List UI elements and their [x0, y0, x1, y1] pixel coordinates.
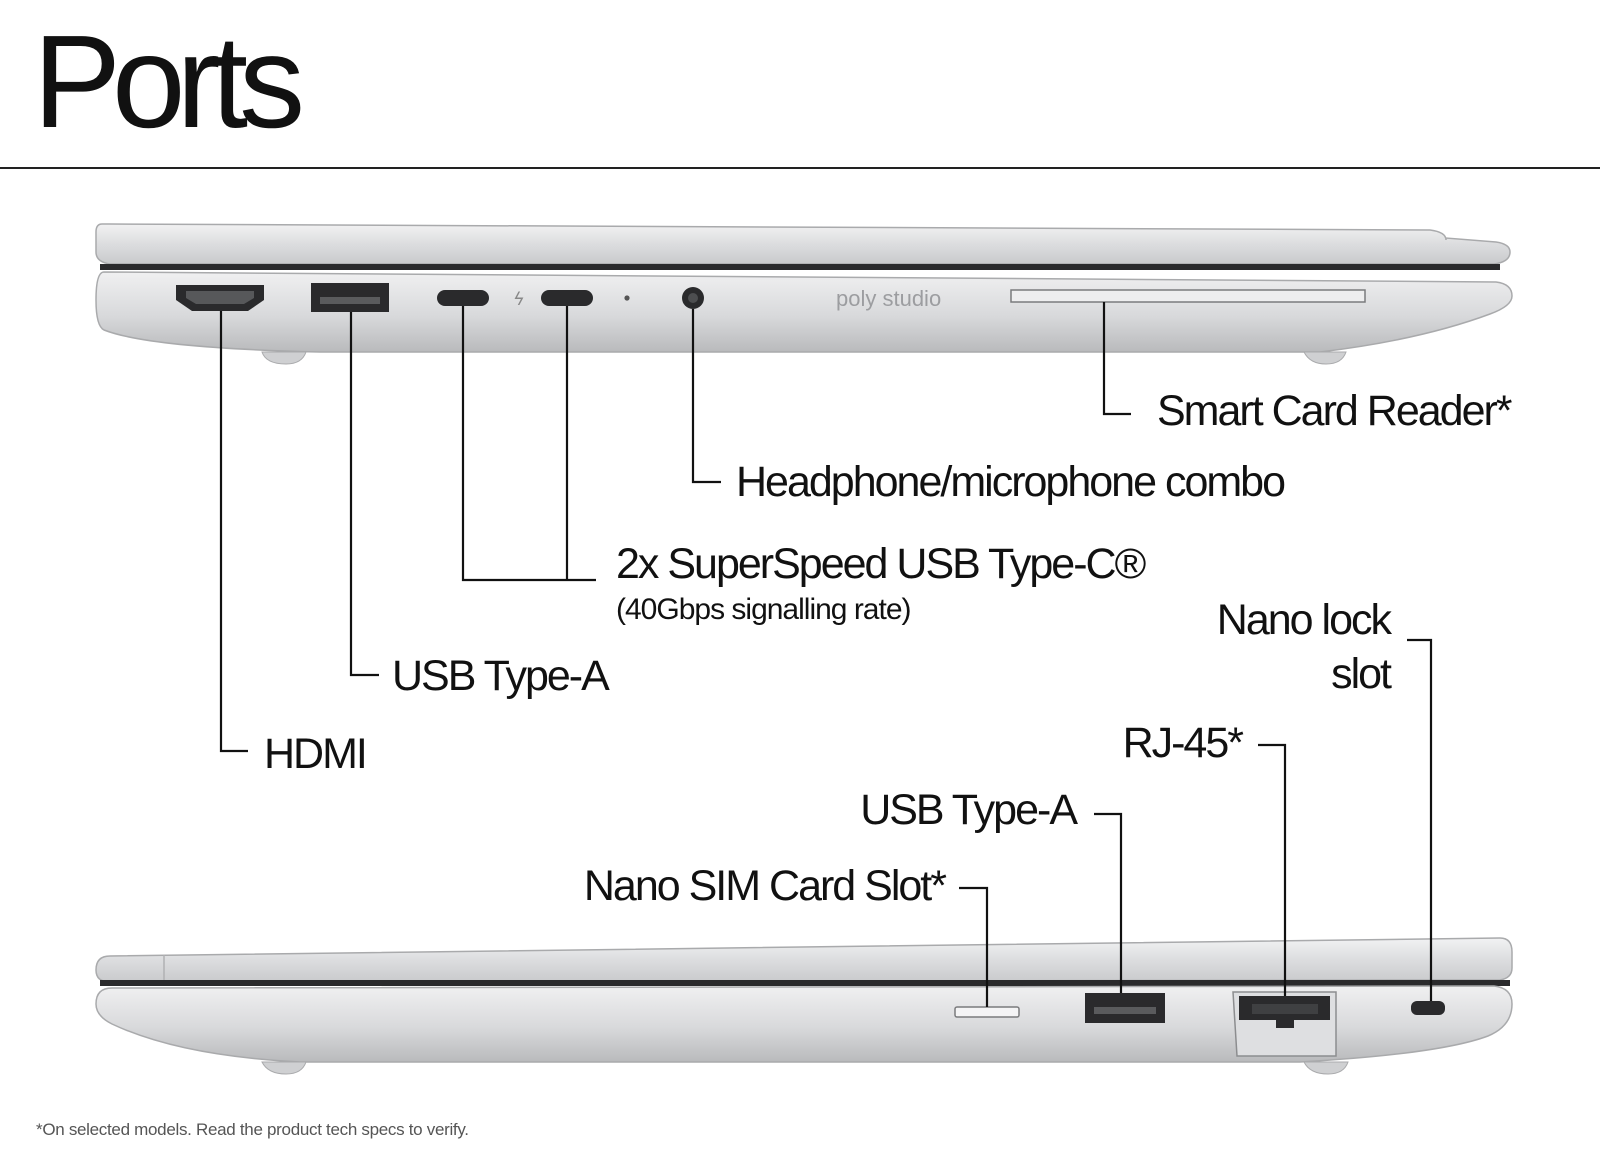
sim-slot-icon [954, 1006, 1020, 1018]
callout-lines [219, 302, 1433, 1007]
page-title: Ports [33, 8, 305, 155]
smart-card-slot-icon [1010, 289, 1366, 303]
smart-card-reader-label: Smart Card Reader* [1157, 387, 1513, 435]
usb-c-port-icon [437, 290, 489, 306]
footnote: *On selected models. Read the product te… [36, 1120, 469, 1139]
hdmi-callout-line [219, 311, 248, 753]
status-led [624, 295, 630, 301]
nano-lock-callout-line [1407, 638, 1433, 1001]
lock-slot-icon [1411, 1001, 1445, 1015]
rj45-port-icon [1232, 991, 1337, 1057]
rj45-callout-line [1258, 743, 1287, 996]
headphone-callout-line [691, 309, 721, 484]
nano-sim-slot-label: Nano SIM Card Slot* [583, 862, 947, 910]
usb-c-label: 2x SuperSpeed USB Type-C® [616, 540, 1146, 588]
usb-c-callout-line-1 [461, 306, 596, 582]
usb-a-port-icon [1085, 993, 1165, 1023]
usb-a-right-callout-line [1094, 812, 1123, 993]
thunderbolt-icon: ϟ [513, 289, 525, 310]
laptop-right-side [95, 937, 1513, 1075]
nano-lock-slot-label: Nano lock slot [1216, 594, 1392, 702]
usb-a-left-label: USB Type-A [392, 652, 610, 700]
audio-jack-icon [682, 287, 704, 309]
usb-a-callout-line [349, 312, 379, 677]
nano-lock-label-line1: Nano lock [1216, 596, 1392, 644]
usb-c-port-icon [541, 290, 593, 306]
smart-card-callout-line [1102, 302, 1131, 416]
title-divider [0, 167, 1600, 169]
headphone-mic-combo-label: Headphone/microphone combo [736, 458, 1286, 506]
usb-c-signalling-note: (40Gbps signalling rate) [616, 593, 912, 626]
hdmi-label: HDMI [264, 730, 368, 778]
hdmi-port-icon [176, 285, 264, 311]
usb-a-right-label: USB Type-A [860, 786, 1078, 834]
poly-studio-logo: poly studio [836, 286, 941, 311]
laptop-left-side: ϟ poly studio [95, 223, 1513, 365]
usb-a-port-icon [311, 283, 389, 312]
nano-lock-label-line2: slot [1331, 649, 1392, 698]
sim-callout-line [959, 886, 989, 1007]
rj45-label: RJ-45* [1122, 719, 1244, 767]
